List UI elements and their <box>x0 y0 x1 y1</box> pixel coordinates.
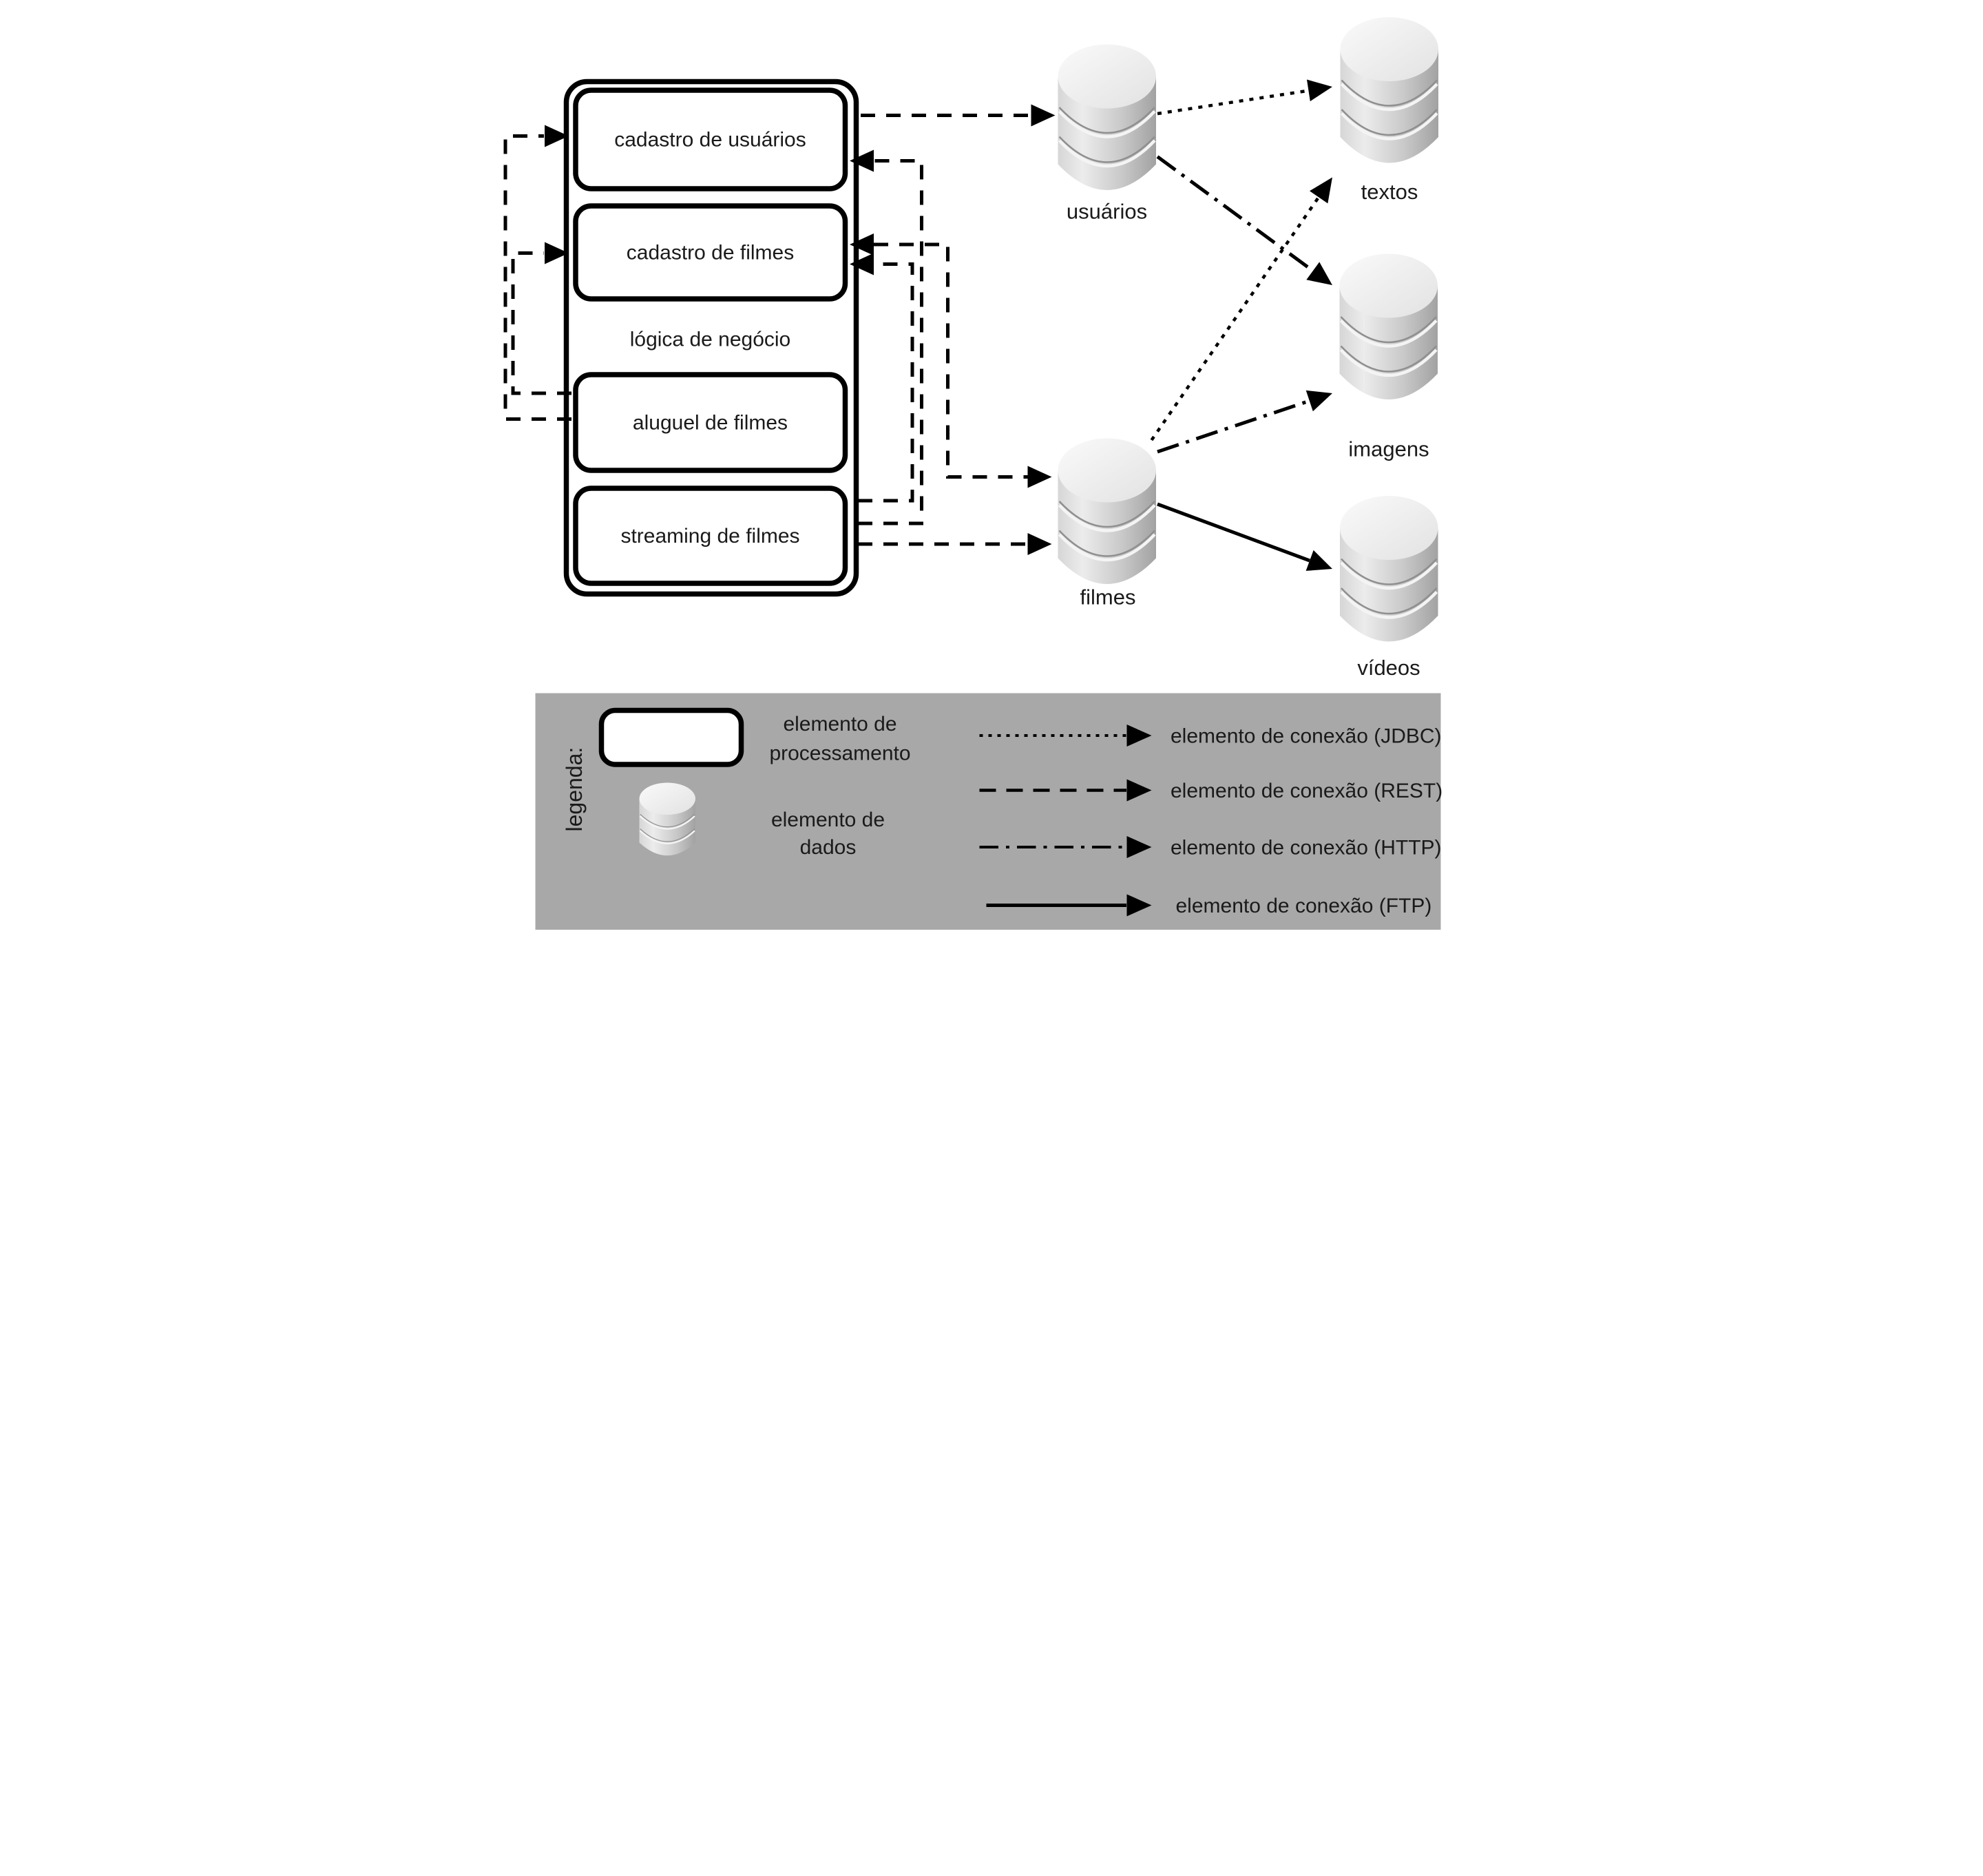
legend-processing-label-line1: elemento de <box>783 713 896 736</box>
architecture-diagram: lógica de negócio cadastro de usuários c… <box>496 0 1487 938</box>
process-label-cadastro-de-usuarios: cadastro de usuários <box>614 129 806 152</box>
legend-row-http: elemento de conexão (HTTP) <box>979 836 1442 859</box>
database-videos: vídeos <box>1340 496 1438 680</box>
database-filmes: filmes <box>1058 439 1157 609</box>
database-imagens: imagens <box>1340 254 1438 461</box>
connection-usuarios-to-textos-jdbc <box>1157 79 1332 116</box>
legend-title: legenda: <box>562 747 587 832</box>
connection-aluguel-to-cadastro-filmes-rest <box>511 242 571 395</box>
process-box-streaming-de-filmes <box>573 486 848 586</box>
arrowhead <box>1126 836 1152 858</box>
container-label: lógica de negócio <box>630 329 791 351</box>
arrowhead <box>850 233 874 256</box>
process-label-streaming-de-filmes: streaming de filmes <box>620 525 799 548</box>
connection-cadastro-usuarios-to-usuarios-rest <box>861 104 1056 127</box>
database-label-videos: vídeos <box>1357 656 1420 680</box>
connection-usuarios-to-imagens-http <box>1156 155 1332 285</box>
legend-row-jdbc: elemento de conexão (JDBC) <box>979 725 1442 748</box>
legend-row-rest: elemento de conexão (REST) <box>979 779 1442 802</box>
database-label-filmes: filmes <box>1080 585 1136 609</box>
legend-data-label-line1: elemento de <box>771 809 885 831</box>
legend-panel: legenda: elemento de processamento eleme… <box>535 693 1442 930</box>
process-label-cadastro-de-filmes: cadastro de filmes <box>627 242 794 264</box>
connection-filmes-to-imagens-http <box>1157 390 1332 454</box>
arrowhead <box>545 242 569 264</box>
arrowhead <box>1306 79 1332 102</box>
database-usuarios: usuários <box>1058 45 1157 224</box>
legend-row-ftp: elemento de conexão (FTP) <box>986 894 1432 917</box>
arrowhead <box>1306 262 1332 285</box>
arrowhead <box>1309 177 1332 204</box>
connection-streaming-to-cadastro-filmes-rest <box>850 253 914 503</box>
legend-processing-shape <box>598 707 744 767</box>
legend-cylinder-icon <box>638 782 697 857</box>
arrowhead <box>1126 894 1152 917</box>
connection-aluguel-to-cadastro-usuarios-rest <box>503 125 571 421</box>
arrowhead <box>1305 390 1332 412</box>
database-label-imagens: imagens <box>1348 437 1429 461</box>
arrowhead <box>1126 779 1152 802</box>
process-label-aluguel-de-filmes: aluguel de filmes <box>633 412 788 435</box>
connection-cadastro-filmes-filmes-rest <box>850 233 1052 488</box>
arrowhead <box>1305 550 1332 571</box>
process-box-aluguel-de-filmes <box>573 372 848 473</box>
legend-processing-label-line2: processamento <box>769 742 910 765</box>
connection-filmes-to-videos-ftp <box>1157 502 1332 571</box>
diagram-canvas: lógica de negócio cadastro de usuários c… <box>503 0 1442 930</box>
legend-label-ftp: elemento de conexão (FTP) <box>1176 895 1432 917</box>
legend-label-rest: elemento de conexão (REST) <box>1171 780 1442 802</box>
connection-streaming-to-cadastro-usuarios-rest <box>850 149 923 525</box>
arrowhead <box>1027 466 1052 488</box>
process-box-cadastro-de-filmes <box>573 203 848 302</box>
process-box-cadastro-de-usuarios <box>573 87 848 191</box>
arrowhead <box>1031 104 1056 127</box>
database-label-textos: textos <box>1361 180 1418 204</box>
connection-filmes-to-textos-jdbc <box>1150 177 1332 441</box>
arrowhead <box>1027 533 1052 555</box>
arrowhead <box>1126 725 1152 747</box>
legend-label-jdbc: elemento de conexão (JDBC) <box>1171 725 1442 748</box>
database-textos: textos <box>1341 17 1439 204</box>
database-label-usuarios: usuários <box>1067 200 1147 224</box>
connection-streaming-to-filmes-rest <box>858 533 1052 555</box>
arrowhead <box>850 253 874 275</box>
legend-label-http: elemento de conexão (HTTP) <box>1171 837 1442 859</box>
arrowhead <box>850 149 874 172</box>
legend-data-label-line2: dados <box>800 836 857 859</box>
arrowhead <box>545 125 569 147</box>
